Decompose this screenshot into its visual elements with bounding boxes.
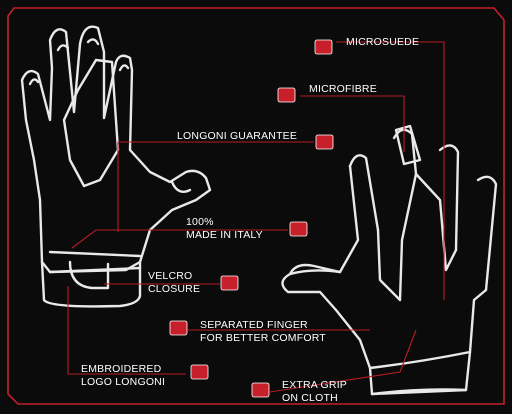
callout-line: CLOSURE [148, 283, 200, 296]
glove-palm-illustration [282, 126, 496, 394]
marker-microsuede [315, 40, 332, 54]
callout-label-separated-finger: SEPARATED FINGER FOR BETTER COMFORT [200, 319, 326, 345]
marker-velcro-closure [221, 276, 238, 290]
callout-label-microfibre: MICROFIBRE [309, 83, 377, 96]
callout-line: FOR BETTER COMFORT [200, 332, 326, 345]
marker-longoni-guarantee [316, 135, 333, 149]
marker-embroidered-logo [191, 365, 208, 379]
callout-label-longoni-guarantee: LONGONI GUARANTEE [177, 130, 297, 143]
callout-line: SEPARATED FINGER [200, 319, 326, 332]
callout-line: MICROFIBRE [309, 83, 377, 96]
callout-label-embroidered-logo: EMBROIDERED LOGO LONGONI [81, 363, 165, 389]
callout-line: EXTRA GRIP [282, 379, 347, 392]
callout-label-extra-grip: EXTRA GRIP ON CLOTH [282, 379, 347, 405]
marker-microfibre [278, 88, 295, 102]
callout-line: VELCRO [148, 270, 200, 283]
callout-line: MICROSUEDE [346, 36, 419, 49]
callout-label-velcro-closure: VELCRO CLOSURE [148, 270, 200, 296]
callout-line: EMBROIDERED [81, 363, 165, 376]
marker-extra-grip [252, 383, 269, 397]
callout-line: LOGO LONGONI [81, 376, 165, 389]
callout-line: LONGONI GUARANTEE [177, 130, 297, 143]
marker-made-in-italy [290, 222, 307, 236]
callout-label-made-in-italy: 100% MADE IN ITALY [186, 216, 263, 242]
leader-embroidered-logo [68, 286, 186, 374]
marker-separated-finger [170, 321, 187, 335]
glove-back-illustration [22, 27, 210, 307]
callout-line: ON CLOTH [282, 392, 347, 405]
callout-label-microsuede: MICROSUEDE [346, 36, 419, 49]
callout-line: MADE IN ITALY [186, 229, 263, 242]
callout-line: 100% [186, 216, 263, 229]
leader-microsuede [336, 42, 444, 300]
